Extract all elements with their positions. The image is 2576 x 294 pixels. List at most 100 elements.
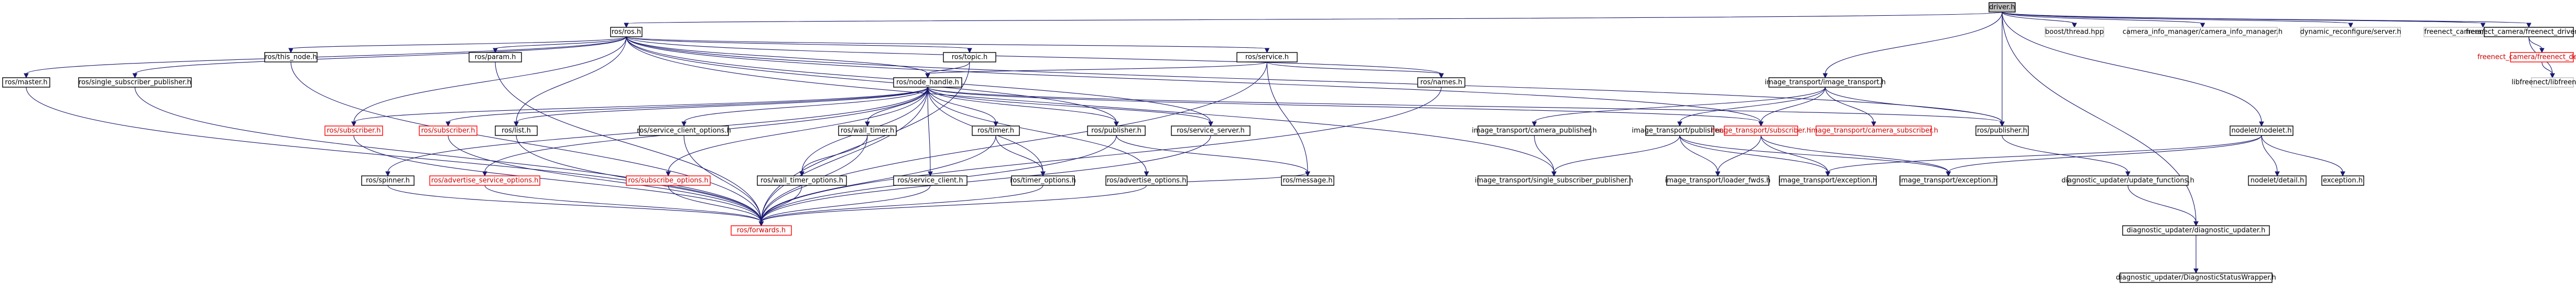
- node-ros-service-server-h[interactable]: ros/service_server.h: [1171, 125, 1251, 136]
- node-it-camera-publisher-h[interactable]: image_transport/camera_publisher.h: [1472, 125, 1597, 136]
- node-ros-wall-timer-opts-h[interactable]: ros/wall_timer_options.h: [757, 175, 847, 186]
- node-label: image_transport/subscriber.h: [1711, 127, 1811, 135]
- edge-it_image_transport_h-to-it_camera_publisher_h: [1531, 87, 1826, 127]
- node-label: freenect_camera/freenect_driver.hpp: [2466, 28, 2576, 36]
- node-libfreenect-h: libfreenect/libfreenect.h: [2512, 77, 2576, 88]
- edge-it_publisher_h-to-it_loader_fwds_h: [1679, 135, 1721, 177]
- node-ros-subscriber-h-a[interactable]: ros/subscriber.h: [324, 125, 383, 136]
- node-it-loader-fwds-h[interactable]: image_transport/loader_fwds.h: [1665, 175, 1770, 186]
- edge-ros_node_handle_h-to-ros_subscriber_h_a: [351, 87, 928, 127]
- node-ros-wall-timer-h[interactable]: ros/wall_timer.h: [838, 125, 897, 136]
- node-label: exception.h: [2323, 177, 2363, 185]
- node-ros-list-h[interactable]: ros/list.h: [495, 125, 538, 136]
- edge-it_image_transport_h-to-ros_publisher_h_b: [1824, 87, 2005, 127]
- edge-ros_service_h-to-ros_node_handle_h: [925, 61, 1268, 79]
- edge-it_publisher_h-to-it_ssp_h: [1551, 135, 1680, 177]
- edge-ros_node_handle_h-to-ros_srv_client_opts_h: [681, 87, 928, 127]
- node-ros-master-h[interactable]: ros/master.h: [2, 77, 50, 88]
- edge-ros_service_server_h-to-ros_forwards_h: [758, 135, 1211, 227]
- edge-ros_publisher_h_b-to-du_update_functions_h: [2002, 135, 2131, 177]
- node-du-update-functions-h[interactable]: diagnostic_updater/update_functions.h: [2061, 175, 2194, 186]
- node-label: ros/service_client.h: [897, 177, 963, 185]
- node-it-ssp-h[interactable]: image_transport/single_subscriber_publis…: [1475, 175, 1633, 186]
- node-driver-h: driver.h: [1988, 2, 2016, 13]
- node-ros-topic-h[interactable]: ros/topic.h: [943, 52, 996, 62]
- node-drs: dynamic_reconfigure/server.h: [2300, 27, 2401, 37]
- node-label: dynamic_reconfigure/server.h: [2300, 28, 2401, 36]
- node-label: ros/service.h: [1245, 54, 1289, 61]
- node-ros-srv-client-opts-h[interactable]: ros/service_client_options.h: [637, 125, 731, 136]
- node-label: diagnostic_updater/diagnostic_updater.h: [2127, 227, 2266, 235]
- node-cim: camera_info_manager/camera_info_manager.…: [2123, 27, 2282, 37]
- edge-freenect_device_hpp-to-libfreenect_h: [2541, 61, 2555, 79]
- edge-nodelet_h-to-exception_h: [2261, 135, 2345, 177]
- node-label: ros/topic.h: [952, 54, 988, 61]
- node-it-exception-h-b[interactable]: image_transport/exception.h: [1899, 175, 1997, 186]
- node-label: image_transport/camera_subscriber.h: [1809, 127, 1938, 135]
- node-ros-this-node-h[interactable]: ros/this_node.h: [264, 52, 318, 62]
- node-ros-forwards-h[interactable]: ros/forwards.h: [731, 225, 792, 236]
- node-boost-thread-hpp: boost/thread.hpp: [2045, 27, 2104, 37]
- node-it-publisher-h[interactable]: image_transport/publisher.h: [1632, 125, 1728, 136]
- node-ros-publisher-h-b[interactable]: ros/publisher.h: [1975, 125, 2029, 136]
- node-label: ros/advertise_service_options.h: [431, 177, 539, 185]
- node-fdrv[interactable]: freenect_camera/freenect_driver.hpp: [2466, 27, 2576, 37]
- node-ros-adv-srv-opts-h[interactable]: ros/advertise_service_options.h: [429, 175, 540, 186]
- node-label: ros/advertise_options.h: [1107, 177, 1187, 185]
- node-nodelet-detail-h[interactable]: nodelet/detail.h: [2248, 175, 2307, 186]
- node-label: ros/ros.h: [612, 28, 641, 36]
- node-nodelet-h[interactable]: nodelet/nodelet.h: [2230, 125, 2294, 136]
- node-it-exception-h-a[interactable]: image_transport/exception.h: [1779, 175, 1877, 186]
- edge-ros_ros_h-to-ros_param_h: [493, 36, 627, 54]
- node-label: image_transport/exception.h: [1779, 177, 1877, 185]
- node-freenect-device-hpp[interactable]: freenect_camera/freenect_device.hpp: [2477, 52, 2576, 62]
- node-ros-ros-h[interactable]: ros/ros.h: [610, 27, 643, 37]
- node-ros-spinner-h[interactable]: ros/spinner.h: [361, 175, 415, 186]
- node-ros-sub-opts-h[interactable]: ros/subscribe_options.h: [626, 175, 711, 186]
- node-ros-param-h[interactable]: ros/param.h: [469, 52, 522, 62]
- edge-ros_ros_h-to-it_subscriber_h: [626, 36, 1764, 127]
- node-ros-service-h[interactable]: ros/service.h: [1236, 52, 1298, 62]
- edge-driver_h-to-cim: [2002, 12, 2205, 28]
- node-du-status-wrapper-h[interactable]: diagnostic_updater/DiagnosticStatusWrapp…: [2116, 272, 2276, 283]
- node-label: ros/node_handle.h: [896, 79, 959, 87]
- edge-ros_ros_h-to-ros_master_h: [24, 36, 627, 79]
- node-label: boost/thread.hpp: [2045, 28, 2104, 36]
- node-ros-service-client-h[interactable]: ros/service_client.h: [893, 175, 968, 186]
- node-exception-h[interactable]: exception.h: [2321, 175, 2364, 186]
- node-it-subscriber-h[interactable]: image_transport/subscriber.h: [1711, 125, 1811, 136]
- node-ros-node-handle-h[interactable]: ros/node_handle.h: [893, 77, 962, 88]
- node-ros-names-h[interactable]: ros/names.h: [1417, 77, 1465, 88]
- node-ros-timer-h[interactable]: ros/timer.h: [972, 125, 1020, 136]
- node-label: image_transport/loader_fwds.h: [1665, 177, 1770, 185]
- node-ros-publisher-h-a[interactable]: ros/publisher.h: [1087, 125, 1146, 136]
- edge-ros_node_handle_h-to-ros_publisher_h_a: [927, 87, 1119, 127]
- edge-driver_h-to-it_image_transport_h: [1822, 12, 2003, 79]
- node-label: ros/timer_options.h: [1010, 177, 1076, 185]
- node-ros-subscriber-h-b[interactable]: ros/subscriber.h: [419, 125, 477, 136]
- edge-du_diagnostic_updater_h-to-du_status_wrapper_h: [2193, 235, 2199, 274]
- node-label: ros/subscriber.h: [421, 127, 475, 135]
- edge-driver_h-to-boost_thread_hpp: [2002, 12, 2077, 28]
- node-ros-adv-opts-h[interactable]: ros/advertise_options.h: [1105, 175, 1188, 186]
- node-it-image-transport-h[interactable]: image_transport/image_transport.h: [1765, 77, 1886, 88]
- node-it-camera-subscriber-h[interactable]: image_transport/camera_subscriber.h: [1809, 125, 1938, 136]
- edge-driver_h-to-fdrv: [2002, 12, 2531, 28]
- node-label: ros/this_node.h: [265, 54, 317, 61]
- edge-it_publisher_h-to-it_exception_h_b: [1679, 135, 1951, 177]
- edge-driver_h-to-du_diagnostic_updater_h: [2002, 12, 2199, 227]
- edge-ros_node_handle_h-to-ros_list_h: [514, 87, 928, 127]
- node-ros-single-sub-pub-h[interactable]: ros/single_subscriber_publisher.h: [78, 77, 192, 88]
- edge-it_publisher_h-to-it_exception_h_a: [1679, 135, 1831, 177]
- node-ros-timer-opts-h[interactable]: ros/timer_options.h: [1010, 175, 1076, 186]
- edge-fdrv-to-freenect_device_hpp: [2528, 36, 2545, 54]
- edge-driver_h-to-drs: [2002, 12, 2353, 28]
- edge-ros_ros_h-to-ros_publisher_h_a: [626, 36, 1119, 127]
- edge-ros_master_h-to-ros_forwards_h: [26, 87, 764, 227]
- edge-ros_ros_h-to-ros_node_handle_h: [626, 36, 930, 79]
- node-label: ros/master.h: [5, 79, 47, 87]
- node-ros-message-h[interactable]: ros/message.h: [1281, 175, 1334, 186]
- edge-driver_h-to-ros_publisher_h_b: [1999, 12, 2005, 127]
- edge-ros_this_node_h-to-ros_forwards_h: [290, 61, 764, 227]
- node-du-diagnostic-updater-h[interactable]: diagnostic_updater/diagnostic_updater.h: [2122, 225, 2270, 236]
